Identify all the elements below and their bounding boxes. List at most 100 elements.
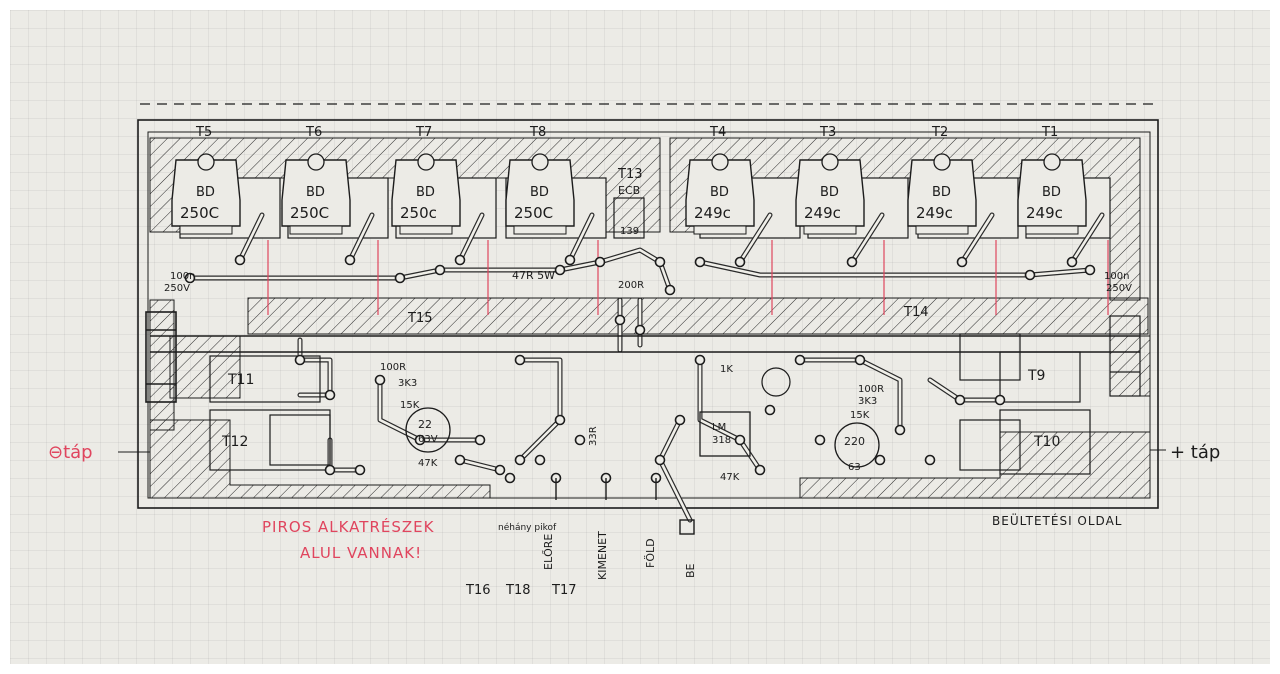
transistor-ref-label: T1 xyxy=(1041,125,1058,140)
solder-pad xyxy=(184,272,196,284)
solder-pad xyxy=(564,254,576,266)
cap-right-label: 100n xyxy=(1104,271,1129,282)
r-47k-left: 47K xyxy=(418,458,438,469)
mount-hole xyxy=(531,153,549,171)
transistor-part-top: BD xyxy=(306,185,325,200)
solder-pad xyxy=(494,464,506,476)
solder-pad xyxy=(1084,264,1096,276)
left-fuse-holder xyxy=(145,311,177,403)
transistor-part-bottom: 250c xyxy=(400,204,437,222)
power-transistors: T5BD250CT6BD250CT7BD250cT8BD250CT4BD249c… xyxy=(171,125,1087,235)
solder-pad xyxy=(1024,269,1036,281)
transistor-ref-label: T8 xyxy=(529,125,546,140)
ref-t16: T16 xyxy=(465,583,490,598)
resistor-47r-label: 47R 5W xyxy=(512,269,555,282)
transistor-part-top: BD xyxy=(530,185,549,200)
r-100r-right: 100R xyxy=(858,384,884,395)
lm318-ic xyxy=(699,411,751,457)
labels-layer: T13 ECB 139 47R 5W 100n 250V 100n 250V 2… xyxy=(48,167,1220,598)
transistor-part-top: BD xyxy=(710,185,729,200)
minus-supply-label: ⊖táp xyxy=(48,442,93,463)
solder-pad xyxy=(514,354,526,366)
solder-pad xyxy=(734,434,746,446)
transistor-ref-label: T4 xyxy=(709,125,726,140)
t12-label: T12 xyxy=(221,434,248,450)
cap-right-voltage: 250V xyxy=(1106,283,1132,294)
solder-pad xyxy=(614,314,626,326)
solder-pad xyxy=(324,464,336,476)
transistor-part-top: BD xyxy=(1042,185,1061,200)
solder-pad xyxy=(814,434,826,446)
connector-nehany-pikof: néhány pikof xyxy=(498,522,557,533)
solder-pad xyxy=(894,424,906,436)
transistor-ref-label: T5 xyxy=(195,125,212,140)
t11-label: T11 xyxy=(227,372,254,388)
solder-pad xyxy=(454,454,466,466)
solder-pad xyxy=(504,472,516,484)
t13-body xyxy=(613,197,645,239)
solder-pad xyxy=(554,414,566,426)
cap-220-label: 220 xyxy=(844,435,865,448)
mount-hole xyxy=(1043,153,1061,171)
solder-pad xyxy=(924,454,936,466)
driver-heatsink-blocks xyxy=(209,333,1091,475)
red-note-line2: ALUL VANNAK! xyxy=(300,544,422,562)
ref-t17: T17 xyxy=(551,583,576,598)
red-underside-resistors xyxy=(267,240,1109,315)
mount-hole xyxy=(711,153,729,171)
red-note-line1: PIROS ALKATRÉSZEK xyxy=(262,517,435,536)
connector-be: BE xyxy=(684,563,697,578)
solder-pad xyxy=(954,394,966,406)
connector-fold: FÖLD xyxy=(644,538,657,568)
solder-pad xyxy=(846,256,858,268)
solder-pad xyxy=(734,256,746,268)
solder-pad xyxy=(324,389,336,401)
solder-pad xyxy=(956,256,968,268)
mount-hole xyxy=(417,153,435,171)
connector-leads xyxy=(555,478,695,535)
mount-hole xyxy=(821,153,839,171)
solder-pad xyxy=(594,256,606,268)
solder-pad xyxy=(374,374,386,386)
solder-pad xyxy=(754,464,766,476)
r-47k-right: 47K xyxy=(720,472,740,483)
cap-left-voltage: 250V xyxy=(164,283,190,294)
ref-t18: T18 xyxy=(505,583,530,598)
transistor-ref-label: T7 xyxy=(415,125,432,140)
t9-label: T9 xyxy=(1027,368,1045,384)
solder-pad xyxy=(574,434,586,446)
solder-pad xyxy=(414,434,426,446)
solder-pad xyxy=(854,354,866,366)
r-33r-label: 33R xyxy=(588,426,599,446)
solder-pad xyxy=(554,264,566,276)
transistor-part-bottom: 250C xyxy=(290,204,329,222)
cap-22-voltage: 63V xyxy=(418,434,438,445)
cap-22-label: 22 xyxy=(418,418,432,431)
transistor-part-bottom: 249c xyxy=(694,204,731,222)
solder-pad xyxy=(634,324,646,336)
t13-value: 139 xyxy=(620,226,639,237)
solder-pad xyxy=(694,256,706,268)
transistor-part-top: BD xyxy=(932,185,951,200)
solder-pad xyxy=(794,354,806,366)
solder-pads xyxy=(184,254,1096,484)
transistor-part-top: BD xyxy=(196,185,215,200)
transistor-part-bottom: 249c xyxy=(916,204,953,222)
cap-220-outline xyxy=(834,422,880,468)
transistor-ref-label: T2 xyxy=(931,125,948,140)
connector-elore: ELŐRE xyxy=(541,534,555,570)
t10-label: T10 xyxy=(1033,434,1060,450)
mount-hole xyxy=(933,153,951,171)
mount-hole xyxy=(197,153,215,171)
solder-pad xyxy=(534,454,546,466)
solder-pad xyxy=(874,454,886,466)
solder-pad xyxy=(654,256,666,268)
cap-small-outline xyxy=(761,367,791,397)
cap-22-outline xyxy=(405,407,451,453)
solder-pad xyxy=(994,394,1006,406)
